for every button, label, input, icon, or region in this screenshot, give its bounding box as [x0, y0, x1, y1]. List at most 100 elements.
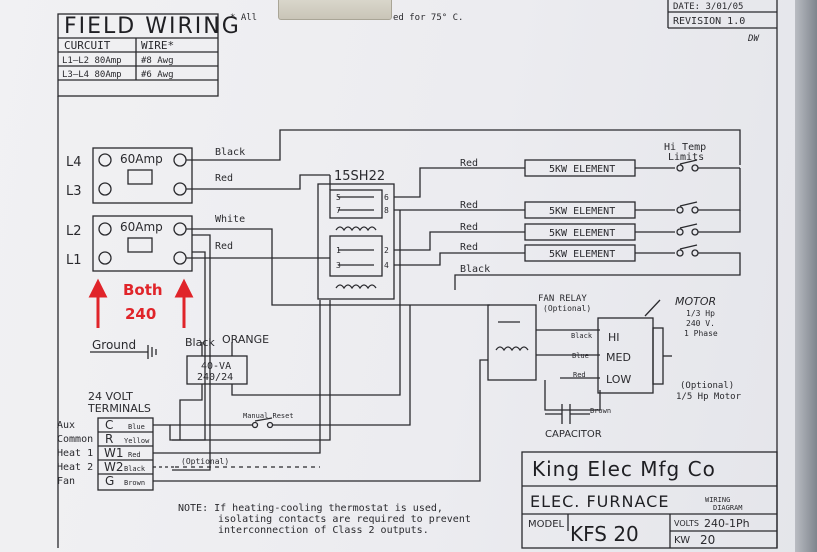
motor-wire-black: Black: [571, 332, 593, 340]
term-name-heat2: Heat 2: [57, 462, 93, 473]
breaker-bottom-rating: 60Amp: [120, 220, 163, 234]
kw-value: 20: [700, 533, 715, 547]
seq-term-8: 8: [384, 206, 389, 215]
motor-speed-low: LOW: [606, 373, 631, 386]
term-wire-red: Red: [128, 451, 141, 459]
motor-phase: 1 Phase: [684, 329, 718, 338]
seq-term-2: 2: [384, 246, 389, 255]
row1-circuit: L1–L2 80Amp: [62, 56, 122, 66]
term-code-w2: W2: [104, 460, 124, 474]
breaker-bottom: [92, 215, 193, 272]
motor-wire-red: Red: [573, 371, 586, 379]
term-wire-yellow: Yellow: [124, 437, 150, 445]
footnote: * All: [230, 13, 257, 23]
motor-hp: 1/3 Hp: [686, 309, 715, 318]
term-name-common: Common: [57, 434, 93, 445]
annotation-240: 240: [125, 305, 156, 323]
motor-optional-2: 1/5 Hp Motor: [676, 392, 742, 402]
wire-red-elem1: Red: [460, 158, 478, 169]
term-code-g: G: [105, 474, 114, 488]
motor-label: MOTOR: [675, 295, 716, 308]
optional-w2: (Optional): [181, 457, 229, 466]
revision-label: REVISION 1.0: [673, 16, 745, 27]
row1-wire: #8 Awg: [141, 56, 174, 66]
wiring-label: WIRING: [705, 496, 730, 504]
title-block: [521, 451, 778, 549]
product-name: ELEC. FURNACE: [530, 492, 669, 511]
transformer-rating: 40-VA: [201, 361, 231, 372]
label-l4: L4: [66, 155, 82, 170]
model-value: KFS 20: [570, 522, 639, 546]
terminals-title-2: TERMINALS: [87, 402, 151, 415]
ground-label: Ground: [92, 338, 136, 352]
transformer-voltage: 240/24: [197, 372, 233, 383]
background-edge: [795, 0, 817, 552]
transformer-wire-orange: ORANGE: [222, 333, 269, 346]
motor-volts: 240 V.: [686, 319, 715, 328]
motor-wire-blue: Blue: [572, 352, 589, 360]
seq-term-1: 1: [336, 246, 341, 255]
seq-term-4: 4: [384, 261, 389, 270]
row2-wire: #6 Awg: [141, 70, 174, 80]
term-name-aux: Aux: [57, 420, 75, 431]
volts-value: 240-1Ph: [704, 517, 750, 530]
wire-red-elem2: Red: [460, 200, 478, 211]
term-wire-blue: Blue: [128, 423, 145, 431]
element-2-label: 5KW ELEMENT: [549, 206, 615, 217]
wire-red-l1: Red: [215, 241, 233, 252]
motor-speed-hi: HI: [608, 331, 620, 344]
wire-red-elem3: Red: [460, 222, 478, 233]
fan-relay-label: FAN RELAY: [538, 294, 587, 304]
element-3-label: 5KW ELEMENT: [549, 228, 615, 239]
revision-date: DATE: 3/01/05: [673, 2, 743, 12]
note-line3: interconnection of Class 2 outputs.: [218, 525, 429, 536]
label-l1: L1: [66, 253, 82, 268]
diagram-label: DIAGRAM: [713, 504, 743, 512]
company-name: King Elec Mfg Co: [532, 457, 716, 481]
fan-relay: [487, 304, 537, 381]
motor-speed-med: MED: [606, 351, 631, 364]
annotation-both: Both: [123, 281, 163, 299]
element-1-label: 5KW ELEMENT: [549, 164, 615, 175]
limits-label-2: Limits: [668, 152, 704, 163]
annotation-arrows: [88, 278, 194, 328]
volts-label: VOLTS: [674, 519, 699, 528]
element-4-label: 5KW ELEMENT: [549, 249, 615, 260]
field-wiring-title: FIELD WIRING: [64, 14, 241, 39]
col-wire: WIRE*: [141, 39, 174, 52]
seq-term-6: 6: [384, 193, 389, 202]
term-name-heat1: Heat 1: [57, 448, 93, 459]
seq-term-5: 5: [336, 193, 341, 202]
wire-red-top: Red: [215, 173, 233, 184]
terminal-block: [97, 417, 154, 491]
term-code-w1: W1: [104, 446, 124, 460]
model-label: MODEL: [528, 519, 565, 530]
footnote-tail: ed for 75° C.: [393, 13, 463, 23]
row2-circuit: L3–L4 80Amp: [62, 70, 122, 80]
note-line1: NOTE: If heating-cooling thermostat is u…: [178, 503, 443, 514]
label-l2: L2: [66, 224, 82, 239]
term-wire-black: Black: [124, 465, 146, 473]
sequencer-label: 15SH22: [334, 169, 385, 184]
kw-label: KW: [674, 535, 690, 546]
wire-black-top: Black: [215, 147, 245, 158]
field-wiring-table: [57, 13, 219, 97]
motor-wire-brown: Brown: [590, 407, 611, 415]
term-name-fan: Fan: [57, 476, 75, 487]
seq-term-7: 7: [336, 206, 341, 215]
motor-optional-1: (Optional): [680, 381, 734, 391]
term-wire-brown: Brown: [124, 479, 145, 487]
wire-white: White: [215, 214, 245, 225]
seq-term-3: 3: [336, 261, 341, 270]
terminals-title-1: 24 VOLT: [88, 390, 133, 403]
label-l3: L3: [66, 184, 82, 199]
limits-label-1: Hi Temp: [664, 142, 706, 153]
capacitor-label: CAPACITOR: [545, 429, 602, 440]
manual-reset-label: Manual Reset: [243, 412, 294, 420]
revision-initials: DW: [747, 34, 760, 44]
paper-clip: [278, 0, 392, 20]
term-code-r: R: [105, 432, 113, 446]
term-code-c: C: [105, 418, 113, 432]
wire-black-bottom: Black: [460, 264, 490, 275]
